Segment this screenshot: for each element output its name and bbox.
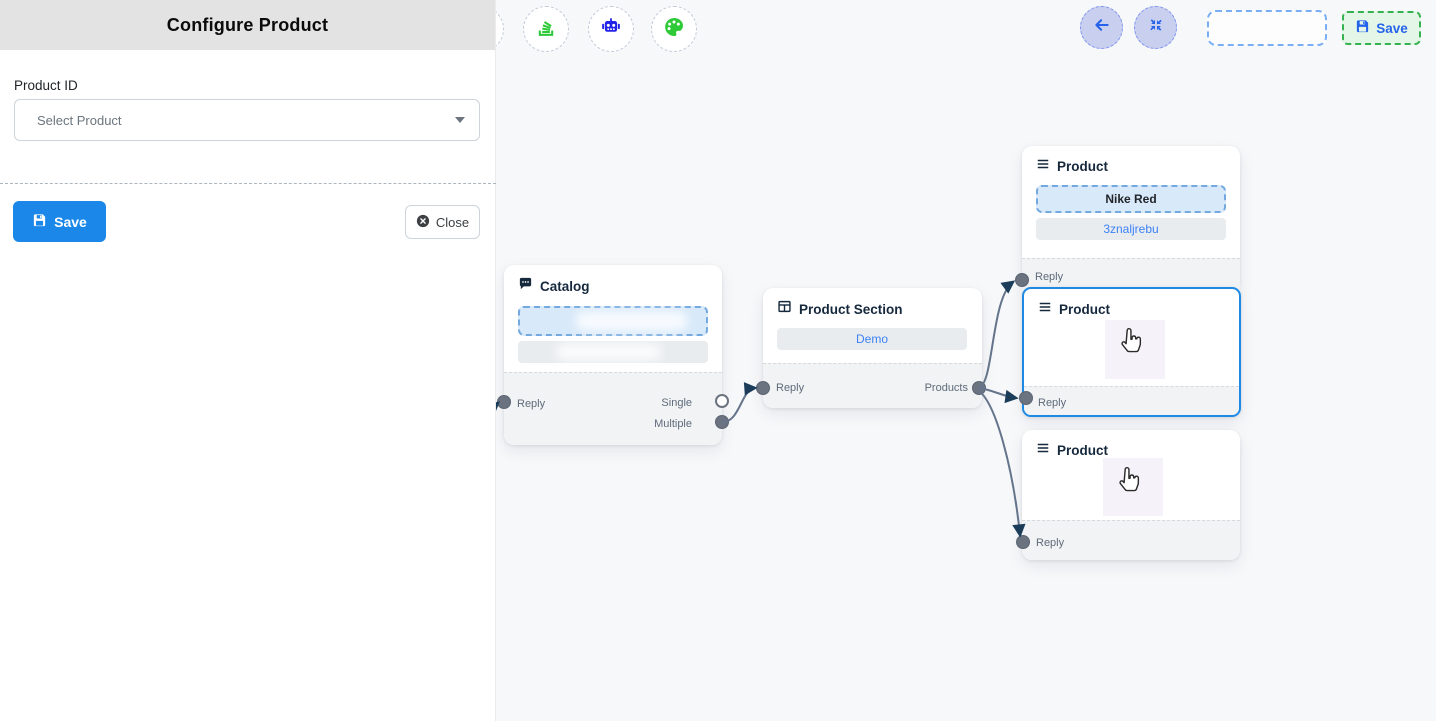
catalog-header[interactable]: Catalog (518, 276, 590, 296)
catalog-title: Catalog (540, 278, 590, 294)
catalog-single-handle[interactable] (715, 394, 729, 408)
product-top-footer: Reply (1022, 258, 1240, 292)
product-section-products-label: Products (924, 382, 968, 394)
product-section-products-handle[interactable] (972, 381, 986, 395)
product-top-header[interactable]: Product (1036, 157, 1108, 176)
product-section-footer: Reply Products (763, 363, 982, 408)
product-section-header[interactable]: Product Section (777, 299, 903, 319)
product-top-title: Product (1057, 159, 1109, 174)
product-id-label: Product ID (14, 78, 78, 93)
edge-into-catalog-reply (496, 401, 501, 416)
catalog-reply-handle[interactable] (497, 395, 511, 409)
back-arrow-icon (1093, 16, 1111, 39)
robot-icon (599, 15, 623, 44)
catalog-footer: Reply Single Multiple (504, 372, 722, 445)
hand-pointer-icon (1115, 466, 1142, 502)
catalog-reply-label: Reply (517, 398, 546, 410)
redaction-blur (556, 344, 661, 360)
product-section-reply-label: Reply (776, 382, 805, 394)
back-button[interactable] (1080, 6, 1123, 49)
chat-icon (518, 276, 533, 296)
product-top-reply-label: Reply (1035, 271, 1064, 283)
clipped-toolbar-button[interactable] (496, 6, 504, 52)
table-icon (777, 299, 792, 319)
menu-icon (1036, 441, 1050, 460)
edge-products-to-product-bottom (978, 390, 1026, 538)
product-middle-reply-label: Reply (1038, 397, 1067, 409)
product-middle-reply-handle[interactable] (1019, 391, 1033, 405)
product-section-title: Product Section (799, 301, 903, 317)
panel-header: Configure Product (0, 0, 495, 50)
fit-view-icon (1148, 17, 1164, 38)
empty-drop-slot[interactable] (1207, 10, 1327, 46)
product-top-option-primary[interactable]: Nike Red (1036, 185, 1226, 213)
product-middle-footer: Reply (1024, 386, 1239, 415)
canvas-save-label: Save (1376, 20, 1408, 36)
product-section-reply-handle[interactable] (756, 381, 770, 395)
panel-title: Configure Product (166, 14, 329, 35)
save-disk-icon (32, 213, 47, 231)
node-product-bottom[interactable]: Product Reply (1016, 430, 1240, 560)
catalog-multiple-label: Multiple (654, 418, 692, 430)
catalog-secondary-field[interactable] (518, 341, 708, 363)
panel-close-label: Close (435, 214, 470, 230)
stack-button[interactable] (523, 6, 569, 52)
product-middle-title: Product (1059, 302, 1111, 317)
edge-products-to-product-top (978, 280, 1016, 389)
close-circle-icon (416, 214, 430, 231)
product-bottom-reply-label: Reply (1036, 537, 1065, 549)
menu-icon (1036, 157, 1050, 176)
product-bottom-title: Product (1057, 443, 1109, 458)
node-product-section[interactable]: Product Section Demo Reply Products (756, 288, 986, 408)
catalog-single-label: Single (661, 397, 692, 409)
fit-view-button[interactable] (1134, 6, 1177, 49)
product-middle-header[interactable]: Product (1038, 300, 1110, 319)
product-section-option[interactable]: Demo (777, 328, 967, 350)
redaction-blur (575, 311, 688, 331)
flow-canvas[interactable]: Save Catalog Reply Single Multiple (496, 0, 1436, 721)
product-bottom-reply-handle[interactable] (1016, 535, 1030, 549)
panel-close-button[interactable]: Close (405, 205, 480, 239)
canvas-save-button[interactable]: Save (1342, 11, 1421, 45)
divider (0, 183, 496, 184)
bot-button[interactable] (588, 6, 634, 52)
node-product-middle[interactable]: Product Reply (1019, 287, 1241, 417)
node-product-top[interactable]: Product Nike Red 3znaljrebu Reply (1015, 146, 1240, 292)
product-bottom-footer: Reply (1022, 520, 1240, 560)
product-top-option-secondary[interactable]: 3znaljrebu (1036, 218, 1226, 240)
product-id-select[interactable]: Select Product (14, 99, 480, 141)
palette-icon (662, 15, 686, 44)
menu-icon (1038, 300, 1052, 319)
stack-icon (535, 16, 557, 43)
hand-pointer-icon (1117, 327, 1144, 363)
catalog-multiple-handle[interactable] (715, 415, 729, 429)
catalog-selected-field[interactable] (518, 306, 708, 336)
panel-save-label: Save (54, 213, 87, 230)
palette-button[interactable] (651, 6, 697, 52)
save-disk-icon (1355, 19, 1370, 37)
node-catalog[interactable]: Catalog Reply Single Multiple (497, 265, 729, 445)
product-bottom-header[interactable]: Product (1036, 441, 1108, 460)
select-placeholder: Select Product (37, 112, 122, 128)
chevron-down-icon (455, 117, 465, 123)
configure-product-panel: Configure Product Product ID Select Prod… (0, 0, 496, 721)
panel-save-button[interactable]: Save (13, 201, 106, 242)
product-top-reply-handle[interactable] (1015, 273, 1029, 287)
